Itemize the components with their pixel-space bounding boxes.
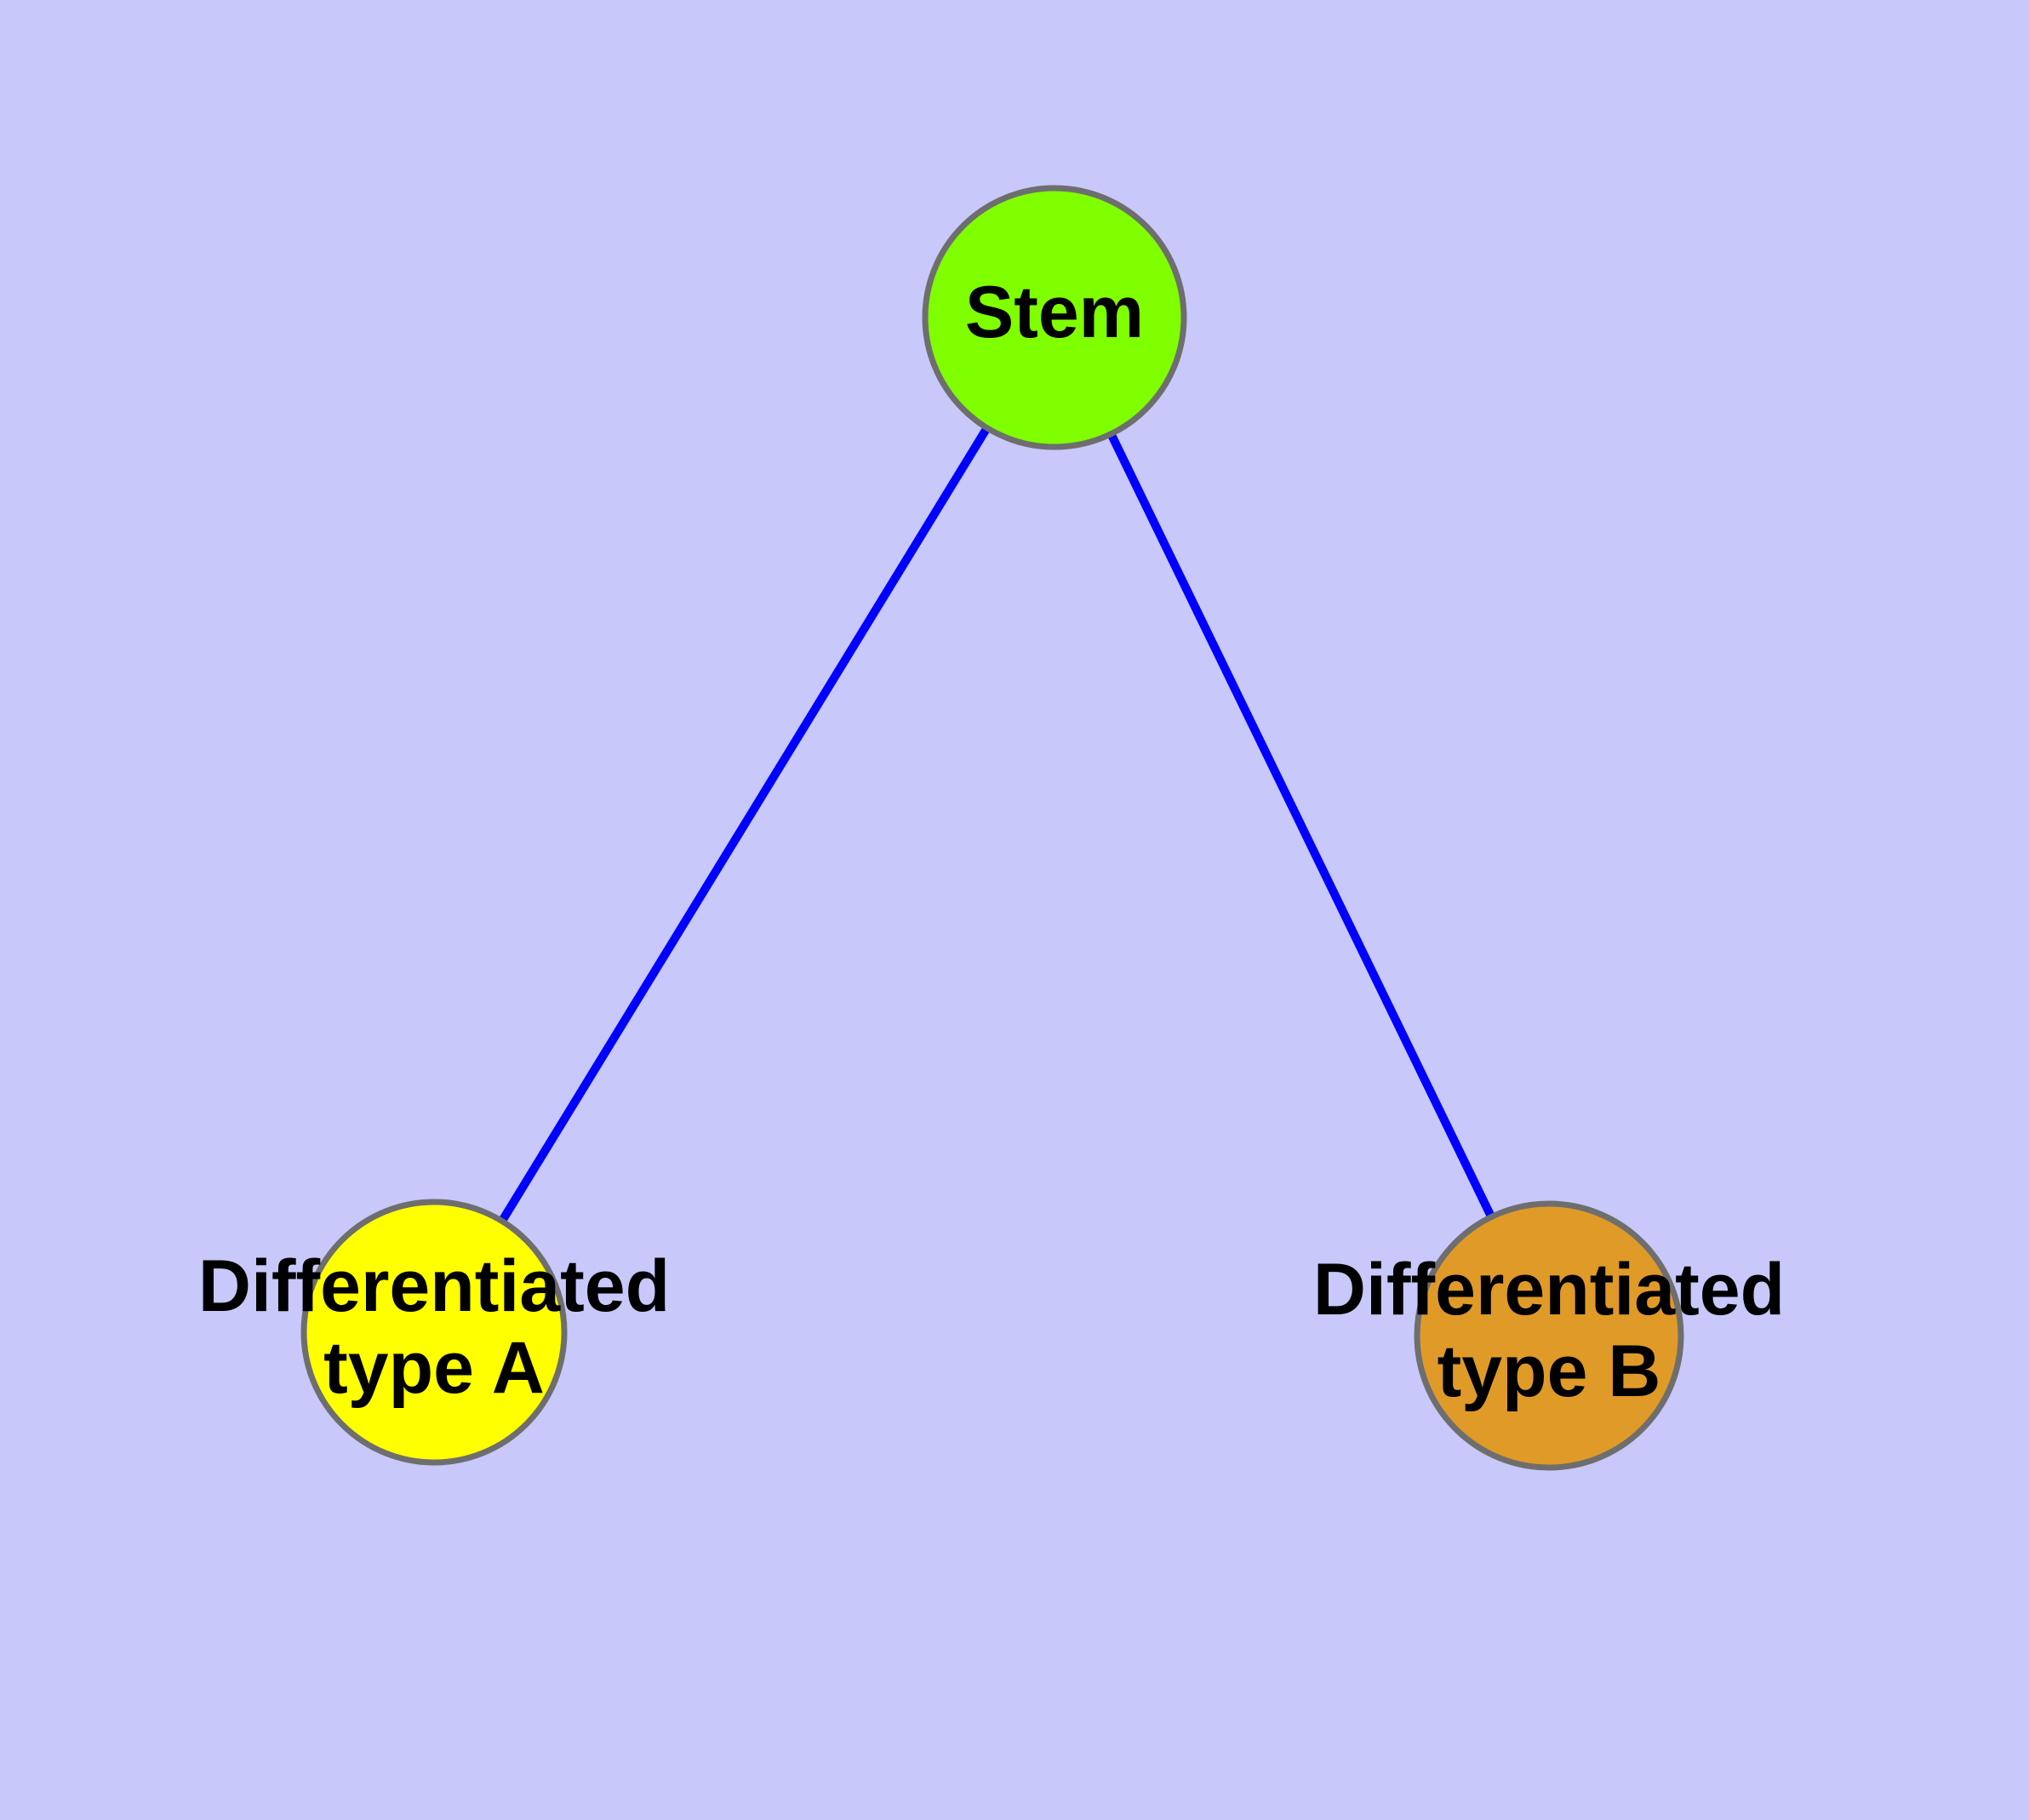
edge-stem-to-differentiated-type-b[interactable] — [1100, 418, 1502, 1233]
edge-layer — [490, 412, 1502, 1237]
node-label-line: Stem — [965, 272, 1144, 353]
edge-stem-to-differentiated-type-a[interactable] — [490, 412, 999, 1237]
node-differentiated-type-b-circle[interactable] — [1414, 1200, 1684, 1471]
node-stem-circle[interactable] — [922, 185, 1187, 450]
node-label-line: Differentiated — [198, 1245, 670, 1327]
node-layer — [300, 185, 1684, 1471]
node-stem-label: Stem — [965, 272, 1144, 353]
node-label-line: type A — [323, 1327, 545, 1409]
node-label-line: type B — [1437, 1331, 1661, 1412]
node-differentiated-type-a-circle[interactable] — [300, 1199, 568, 1466]
node-label-line: Differentiated — [1313, 1249, 1785, 1331]
